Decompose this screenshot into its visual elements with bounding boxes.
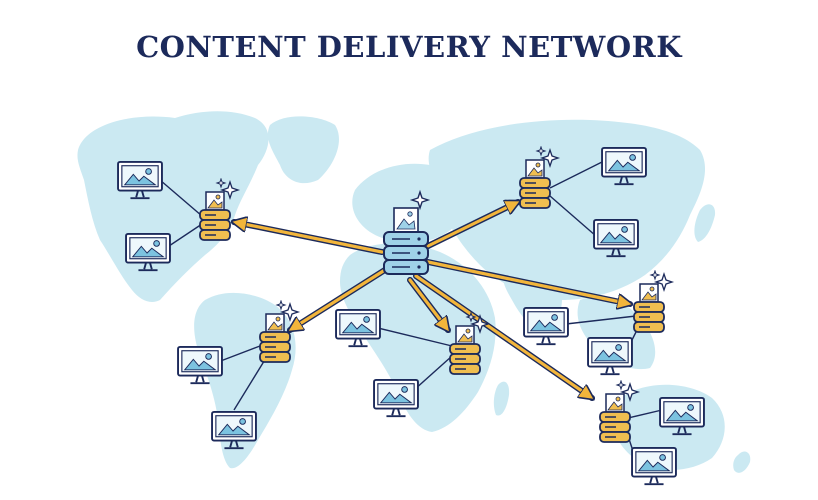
arrow-to-south-america bbox=[290, 266, 390, 330]
edge-server-icon bbox=[633, 270, 673, 333]
arrow-to-africa bbox=[408, 278, 448, 330]
link-asia-bottom bbox=[549, 195, 597, 237]
link-na-top bbox=[159, 179, 203, 217]
page-title: CONTENT DELIVERY NETWORK bbox=[136, 30, 682, 64]
distribution-arrows bbox=[234, 199, 630, 401]
arrow-to-southeast-asia bbox=[426, 260, 630, 304]
link-af-top bbox=[377, 327, 453, 347]
monitor-icon bbox=[587, 336, 633, 376]
link-sa-top bbox=[217, 345, 261, 363]
link-af-bottom bbox=[413, 355, 453, 391]
continent-japan bbox=[694, 204, 716, 242]
origin-server-icon bbox=[383, 189, 431, 275]
continent-new-zealand bbox=[733, 451, 751, 473]
link-asia-top bbox=[549, 161, 603, 189]
arrow-to-australia bbox=[414, 274, 592, 398]
continent-madagascar bbox=[493, 381, 510, 416]
continent-north-america bbox=[77, 111, 269, 302]
link-sa-bottom bbox=[233, 357, 267, 411]
link-na-bottom bbox=[165, 223, 203, 249]
continent-greenland bbox=[267, 116, 339, 184]
monitor-icon bbox=[631, 446, 677, 486]
arrow-to-north-america bbox=[234, 222, 384, 254]
link-sea-left bbox=[565, 315, 637, 325]
arrow-to-asia bbox=[426, 202, 518, 248]
monitor-icon bbox=[523, 306, 569, 346]
link-au-top bbox=[627, 409, 663, 419]
